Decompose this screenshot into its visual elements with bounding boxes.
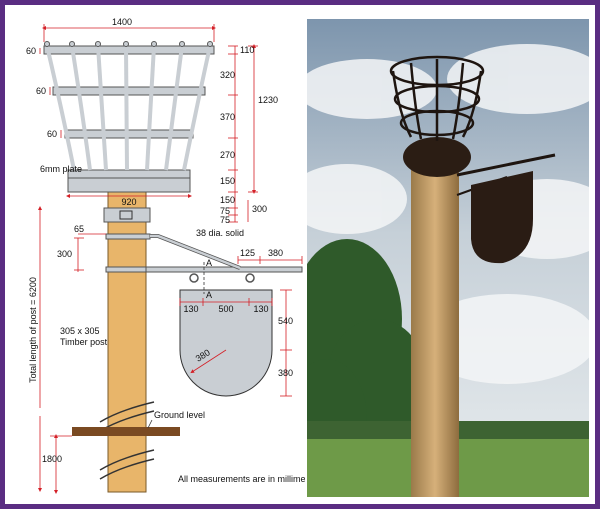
dim-bar-60-low: 60 [47, 129, 57, 139]
post-collar [103, 207, 151, 223]
photo-sign [471, 171, 533, 264]
dim-150-a: 150 [220, 176, 235, 186]
tree [307, 239, 427, 479]
dim-75-b: 75 [220, 215, 230, 225]
hanging-ring-right [245, 273, 255, 283]
dim-150-b: 150 [220, 195, 235, 205]
timber-post [107, 191, 147, 493]
rod-label: 38 dia. solid [196, 228, 244, 238]
dim-300: 300 [252, 204, 267, 214]
collar-plate [119, 210, 133, 220]
sign-board [179, 289, 273, 397]
dim-sign-500: 500 [218, 304, 233, 314]
photo-basket-base [403, 137, 471, 177]
section-a-upper: A [206, 258, 212, 268]
photo-sign-arm [456, 153, 556, 177]
dim-920: 920 [121, 197, 136, 207]
dim-380-arm: 380 [268, 248, 283, 258]
dim-125: 125 [240, 248, 255, 258]
photo-timber-post [411, 159, 459, 497]
dim-1230: 1230 [258, 95, 278, 105]
upper-bracket [105, 233, 151, 240]
photo-fire-basket [389, 55, 485, 141]
dim-320: 320 [220, 70, 235, 80]
dim-basket-width: 1400 [112, 17, 132, 27]
dim-65: 65 [74, 224, 84, 234]
hanging-ring-left [189, 273, 199, 283]
dim-1800: 1800 [42, 454, 62, 464]
dim-270: 270 [220, 150, 235, 160]
clouds [307, 44, 589, 384]
dim-sign-130-left: 130 [183, 304, 198, 314]
units-note: All measurements are in millimetres. [178, 474, 305, 484]
post-section: 305 x 305 [60, 326, 100, 336]
dim-sign-130-right: 130 [253, 304, 268, 314]
beacon-photograph [307, 19, 589, 497]
post-break-lower [99, 449, 155, 480]
sign-arm [145, 266, 303, 273]
dim-370: 370 [220, 112, 235, 122]
dim-bar-60-mid: 60 [36, 86, 46, 96]
base-plate [67, 177, 191, 193]
post-total-length: Total length of post = 6200 [28, 277, 38, 383]
ground-level-label: Ground level [154, 410, 205, 420]
beacon-technical-drawing: 1400 60 60 60 110 320 370 270 150 1230 1… [26, 17, 305, 494]
dim-75-a: 75 [220, 206, 230, 216]
section-a-lower: A [206, 290, 212, 300]
dim-sign-380: 380 [278, 368, 293, 378]
lower-bracket [105, 266, 151, 273]
dim-110: 110 [240, 45, 254, 55]
ground-leader [147, 419, 153, 429]
ground-level-bar [72, 427, 180, 436]
dim-sign-540: 540 [278, 316, 293, 326]
fire-basket [43, 41, 215, 193]
dim-bracket-300: 300 [57, 249, 72, 259]
post-material: Timber post [60, 337, 108, 347]
plate-label: 6mm plate [40, 164, 82, 174]
dim-bar-60-top: 60 [26, 46, 36, 56]
